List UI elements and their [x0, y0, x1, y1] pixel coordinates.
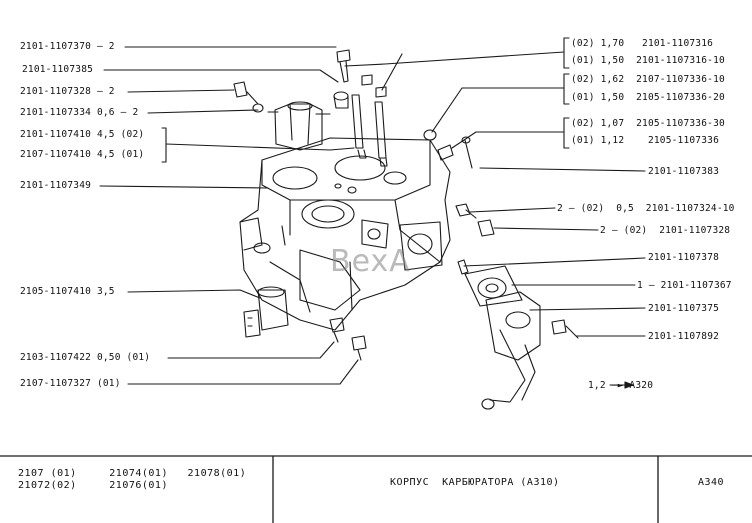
part-label-left: 2101-1107410 4,5 (02) — [20, 129, 145, 140]
part-label-left: 2105-1107410 3,5 — [20, 286, 115, 297]
part-label-left: 2101-1107328 — 2 — [20, 86, 115, 97]
bottom-screws-drawing — [329, 317, 367, 361]
carburetor-body-drawing — [239, 137, 451, 331]
watermark-text: BexA — [330, 244, 411, 279]
part-label-right: 2101-1107892 — [648, 331, 720, 342]
part-label-left: 2107-1107327 (01) — [20, 378, 121, 389]
part-group-label: (02) 1,07 2105-1107336-30 — [571, 118, 725, 129]
diaphragm-cover-drawing — [464, 265, 541, 410]
reference-note: 1,2 —► A320 — [588, 380, 654, 391]
part-label-left: 2101-1107334 0,6 — 2 — [20, 107, 139, 118]
part-label-left: 2101-1107385 — [22, 64, 94, 75]
leaders-left — [99, 46, 359, 385]
part-label-left: 2103-1107422 0,50 (01) — [20, 352, 151, 363]
float-chamber-cap-drawing — [267, 101, 331, 151]
part-label-left: 2101-1107370 — 2 — [20, 41, 115, 52]
footer-frame — [0, 455, 752, 523]
page-code: А340 — [698, 477, 725, 488]
part-group-label: (02) 1,62 2107-1107336-10 — [571, 74, 725, 85]
part-label-right: 2 — (02) 0,5 2101-1107324-10 — [557, 203, 735, 214]
part-group-label: (01) 1,50 2101-1107316-10 — [571, 55, 725, 66]
top-screws-drawing — [233, 49, 473, 169]
part-label-right: 2101-1107375 — [648, 303, 720, 314]
accelerator-cap-drawing — [243, 286, 289, 338]
part-group-label: (01) 1,50 2105-1107336-20 — [571, 92, 725, 103]
part-group-label: (02) 1,70 2101-1107316 — [571, 38, 714, 49]
leaders-right — [344, 37, 646, 337]
models-row-2: 21072(02) 21076(01) — [18, 480, 168, 491]
part-group-label: (01) 1,12 2105-1107336 — [571, 135, 719, 146]
part-label-right: 2101-1107383 — [648, 166, 720, 177]
part-label-right: 1 — 2101-1107367 — [637, 280, 732, 291]
right-screws-drawing — [455, 203, 579, 339]
part-label-left: 2101-1107349 — [20, 180, 92, 191]
part-label-right: 2 — (02) 2101-1107328 — [600, 225, 731, 236]
models-row-1: 2107 (01) 21074(01) 21078(01) — [18, 468, 247, 479]
part-label-right: 2101-1107378 — [648, 252, 720, 263]
page-title: КОРПУС КАРБЮРАТОРА (А310) — [390, 477, 560, 488]
reference-arrow-drawing — [609, 381, 634, 389]
part-label-left: 2107-1107410 4,5 (01) — [20, 149, 145, 160]
